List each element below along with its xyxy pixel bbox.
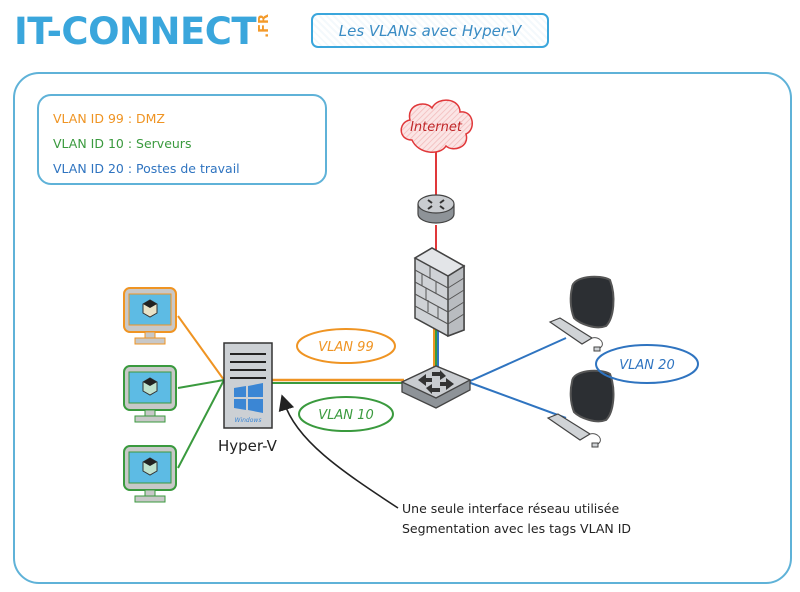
caption-line-2: Segmentation avec les tags VLAN ID	[402, 521, 632, 536]
link-switch-workstation-1	[467, 337, 567, 383]
hyperv-server-icon: Windows	[223, 342, 273, 429]
diagram-frame	[13, 72, 792, 584]
diagram-title: Les VLANs avec Hyper-V	[338, 21, 522, 40]
vlan20-tag-label: VLAN 20	[619, 358, 674, 373]
vlan10-tag-label: VLAN 10	[318, 408, 373, 423]
firewall-icon	[413, 247, 466, 338]
vlan20-tag: VLAN 20	[595, 344, 699, 384]
links	[177, 150, 567, 469]
vlan-legend: VLAN ID 99 : DMZ VLAN ID 10 : Serveurs V…	[37, 94, 327, 185]
legend-item-vlan20: VLAN ID 20 : Postes de travail	[53, 161, 240, 176]
annotation-arrow	[278, 394, 399, 509]
vm-server-2-monitor-icon	[123, 445, 177, 503]
vm-dmz-monitor-icon	[123, 287, 177, 345]
annotation-caption: Une seule interface réseau utilisée Segm…	[402, 499, 631, 539]
internet-label: Internet	[410, 120, 463, 135]
vm-server-1-monitor-icon	[123, 365, 177, 423]
link-switch-workstation-2	[467, 381, 567, 419]
legend-item-vlan10: VLAN ID 10 : Serveurs	[53, 136, 192, 151]
windows-label: Windows	[235, 417, 262, 424]
switch-icon	[400, 365, 472, 409]
link-vm-server-1	[177, 379, 225, 389]
vlan99-tag-label: VLAN 99	[318, 340, 373, 355]
link-vm-server-2	[177, 379, 225, 469]
logo-text: IT-CONNECT	[14, 10, 257, 53]
caption-line-1: Une seule interface réseau utilisée	[402, 501, 620, 516]
legend-item-vlan99: VLAN ID 99 : DMZ	[53, 111, 165, 126]
it-connect-logo: IT-CONNECT .FR	[14, 12, 272, 52]
router-icon	[417, 194, 455, 224]
workstation-1-icon	[548, 275, 615, 352]
windows-logo-icon	[234, 383, 263, 413]
internet-cloud-icon: Internet	[400, 99, 473, 153]
diagram-title-box: Les VLANs avec Hyper-V	[311, 13, 549, 48]
vlan10-tag: VLAN 10	[298, 396, 394, 432]
link-vm-dmz	[177, 315, 225, 381]
workstation-2-icon	[546, 369, 615, 448]
vlan99-tag: VLAN 99	[296, 328, 396, 364]
hyperv-label: Hyper-V	[218, 437, 277, 455]
